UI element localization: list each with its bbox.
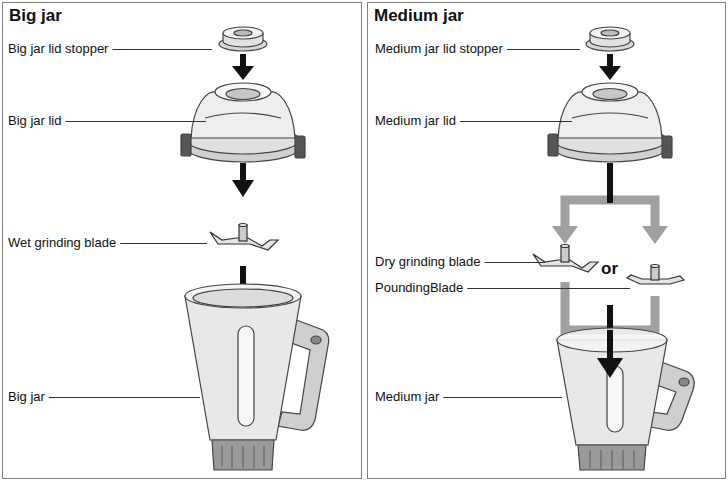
- big-jar-body: [185, 284, 329, 470]
- leader-line: [112, 49, 212, 50]
- wet-grinding-blade: [210, 224, 278, 251]
- medium-jar-lid-stopper: [586, 27, 634, 51]
- panel-heading: Medium jar: [368, 3, 725, 26]
- down-arrow: [599, 54, 621, 80]
- big-jar-lid-stopper: [219, 27, 267, 51]
- part-label: Wet grinding blade: [8, 235, 116, 251]
- leader-line: [443, 397, 562, 398]
- medium-jar-lid: [548, 83, 672, 162]
- leader-line: [485, 262, 545, 263]
- split-arrow: [552, 163, 668, 244]
- big-jar-lid: [181, 83, 305, 162]
- part-label: Dry grinding blade: [375, 254, 481, 270]
- part-label: Medium jar: [375, 389, 439, 405]
- part-label: Medium jar lid stopper: [375, 41, 503, 57]
- leader-line: [467, 288, 630, 289]
- part-label: Big jar lid stopper: [8, 41, 108, 57]
- choice-word: or: [601, 260, 618, 278]
- medium-jar-body: [557, 328, 694, 470]
- dry-grinding-blade: [533, 245, 598, 273]
- down-arrow: [232, 54, 254, 80]
- part-label: PoundingBlade: [375, 280, 463, 296]
- down-arrow: [232, 163, 254, 197]
- part-label: Big jar: [8, 389, 45, 405]
- pounding-blade: [627, 265, 684, 285]
- leader-line: [507, 49, 580, 50]
- panel: Medium jar: [367, 2, 726, 479]
- leader-line: [49, 397, 200, 398]
- leader-line: [120, 243, 207, 244]
- leader-line: [460, 121, 572, 122]
- panel-heading: Big jar: [3, 3, 361, 26]
- part-label: Big jar lid: [8, 113, 61, 129]
- part-label: Medium jar lid: [375, 113, 456, 129]
- leader-line: [65, 121, 206, 122]
